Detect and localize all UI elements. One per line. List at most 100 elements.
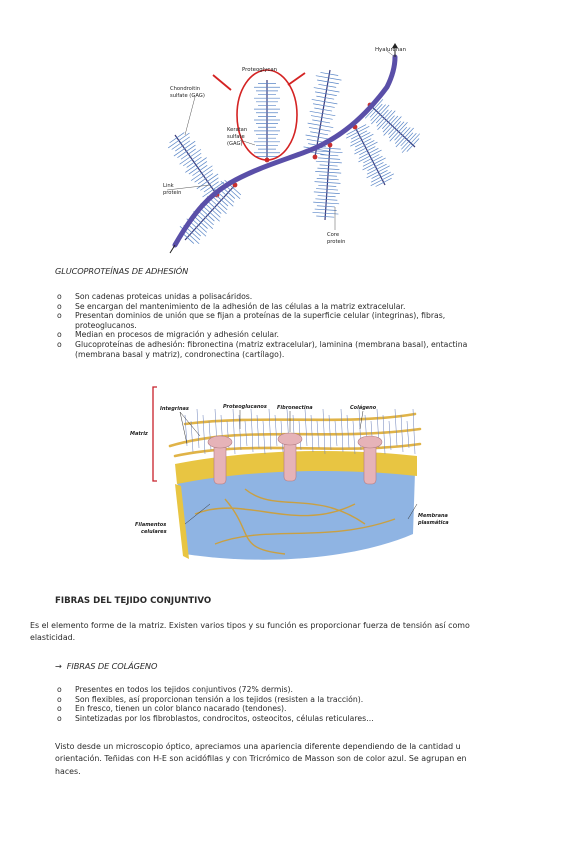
gag-chain — [315, 171, 342, 174]
gag-chain — [173, 140, 196, 157]
chondroitin-label-2: sulfate (GAG) — [170, 93, 205, 99]
gag-chain — [169, 132, 185, 144]
gag-chain — [358, 149, 382, 163]
pg-strand — [346, 414, 350, 449]
gag-chain — [354, 140, 375, 151]
gag-chain — [305, 134, 332, 140]
gag-chain — [370, 104, 386, 121]
pg-strand — [352, 420, 356, 455]
gag-chain — [175, 140, 191, 152]
pg-strand — [382, 414, 386, 455]
pg-strand — [196, 408, 200, 449]
pg-strand — [262, 420, 266, 455]
filamentos-label-2: celulares — [141, 529, 167, 535]
gag-chain — [309, 110, 336, 117]
gag-chain — [317, 167, 340, 170]
gag-chain — [316, 150, 343, 154]
list-item: Median en procesos de migración y adhesi… — [57, 330, 527, 340]
gag-chain — [197, 173, 214, 185]
gag-chain — [406, 138, 420, 152]
gag-chain — [401, 133, 421, 153]
gag-chain — [315, 160, 342, 164]
gag-chain — [312, 211, 339, 215]
chondroitin-label-1: Chondroitin — [170, 86, 200, 92]
integrin-head — [277, 432, 303, 446]
cell-matrix-figure: Integrinas Proteoglucanos Fibronectina C… — [125, 384, 460, 580]
keratan-label-1: Keratan — [227, 127, 247, 133]
list-item: Presentes en todos los tejidos conjuntiv… — [57, 685, 527, 695]
gag-chain — [190, 165, 213, 181]
gag-chain — [182, 152, 202, 167]
pg-strand — [184, 414, 188, 447]
gag-chain — [366, 165, 390, 179]
proteoglycan-highlight-circle — [236, 69, 298, 161]
membrana-label-2: plasmática — [417, 519, 449, 526]
gag-chain — [320, 154, 339, 157]
gag-chain — [320, 72, 339, 76]
gag-chain — [318, 83, 337, 88]
gag-chain — [185, 157, 207, 173]
gag-chain — [203, 181, 219, 193]
gag-chain — [313, 87, 340, 93]
gag-chain — [188, 161, 208, 175]
gag-chain — [316, 215, 335, 218]
gag-chain — [196, 173, 219, 190]
gag-chain — [318, 147, 341, 150]
gag-chain — [171, 136, 190, 150]
gag-chain — [318, 184, 337, 187]
gag-chain — [207, 201, 222, 214]
gag-chain — [394, 126, 408, 141]
gag-chain — [316, 95, 335, 100]
section-heading-adhesion: GLUCOPROTEÍNAS DE ADHESIÓN — [55, 266, 189, 276]
red-arrow-icon — [212, 74, 232, 91]
list-item: En fresco, tienen un color blanco nacara… — [57, 704, 527, 714]
gag-chain — [167, 132, 190, 149]
pg-strand — [412, 408, 416, 455]
gag-chain — [314, 208, 337, 211]
gag-chain — [317, 79, 339, 85]
gag-chain — [377, 110, 396, 131]
fibers-intro-paragraph: Es el elemento forme de la matriz. Exist… — [30, 621, 470, 642]
matrix-bracket — [152, 386, 157, 482]
gag-chain — [366, 163, 387, 175]
filament — [224, 498, 286, 555]
hyaluronan-backbone — [172, 54, 398, 248]
pg-strand — [238, 414, 242, 451]
gag-chain — [382, 115, 399, 133]
filament — [194, 503, 356, 517]
gag-chain — [180, 148, 196, 160]
pg-strand — [268, 408, 272, 451]
list-item: Son cadenas proteicas unidas a polisacár… — [57, 292, 527, 302]
gag-chain — [197, 209, 214, 226]
pg-strand — [232, 408, 236, 455]
list-item: Presentan dominios de unión que se fijan… — [57, 311, 527, 330]
gag-chain — [383, 116, 402, 136]
integrins — [207, 432, 383, 485]
pg-strand — [310, 414, 314, 453]
pg-strand — [340, 408, 344, 453]
pg-strand — [202, 414, 206, 455]
gag-chain — [350, 133, 374, 147]
gag-chain — [310, 115, 333, 120]
gag-chain — [312, 103, 335, 108]
gag-chain — [313, 201, 340, 205]
gag-chain — [179, 149, 202, 165]
cytoplasm-block — [177, 468, 415, 560]
gag-chain — [375, 109, 389, 124]
collagen-fiber-list: Presentes en todos los tejidos conjuntiv… — [57, 685, 527, 723]
gag-chain — [371, 104, 390, 125]
pg-strand — [334, 420, 338, 447]
down-arrow-icon — [169, 244, 176, 254]
microscope-paragraph: Visto desde un microscopio óptico, aprec… — [55, 742, 467, 776]
plasma-membrane-edge — [175, 484, 189, 559]
pg-strand — [274, 414, 278, 447]
gag-chain — [316, 205, 335, 208]
pg-strand — [394, 408, 398, 447]
gag-chain — [311, 99, 338, 105]
gag-chain — [346, 124, 367, 136]
gag-chain — [308, 127, 331, 132]
link-protein-dot — [312, 154, 318, 160]
core-protein-label-1: Core — [327, 232, 339, 238]
gag-chain — [346, 125, 370, 139]
leader-lines — [166, 50, 396, 230]
